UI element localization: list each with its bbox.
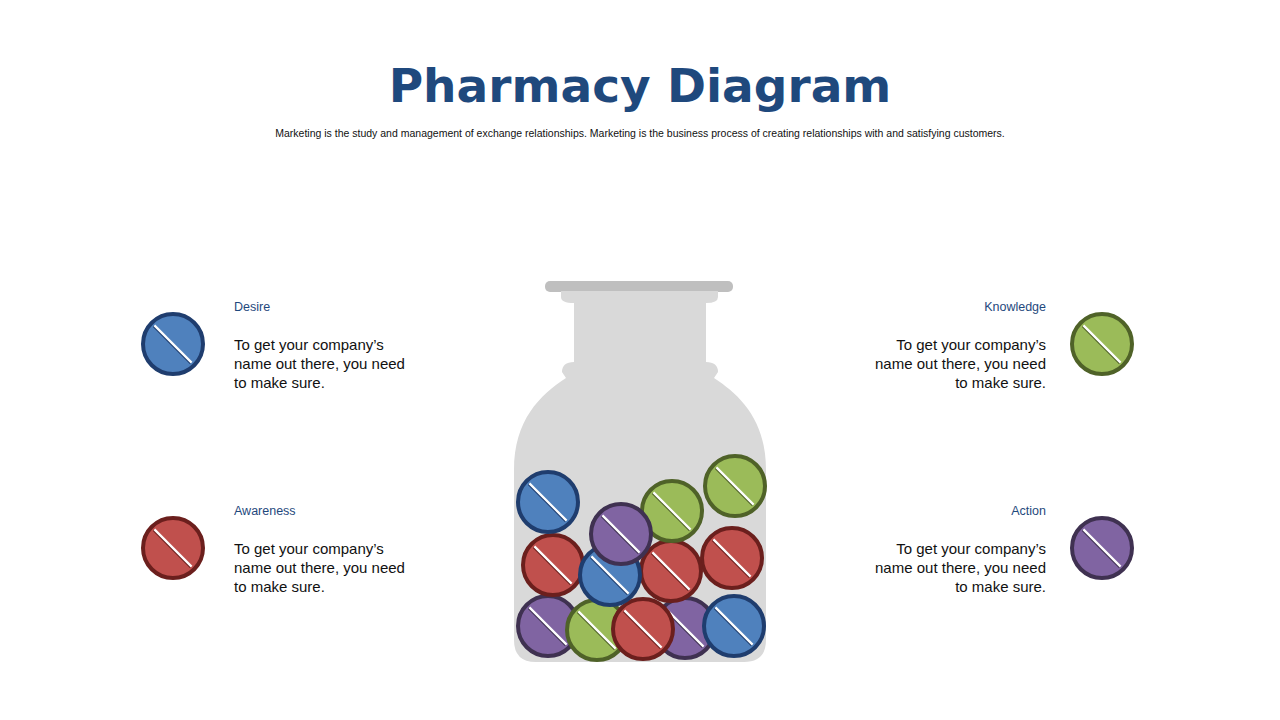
- pill: [143, 314, 203, 374]
- pill-disc: [705, 456, 765, 516]
- diagram-title: Pharmacy Diagram: [0, 58, 1280, 113]
- item-body: To get your company’s name out there, yo…: [866, 539, 1046, 596]
- item-text: Action To get your company’s name out the…: [866, 504, 1046, 604]
- pill-score: [716, 467, 753, 504]
- diagram-caption: Marketing is the study and management of…: [0, 127, 1280, 139]
- item-text: Desire To get your company’s name out the…: [234, 300, 414, 400]
- pill-score: [653, 492, 690, 529]
- pill: [591, 504, 651, 564]
- list-item: Action To get your company’s name out the…: [860, 504, 1136, 608]
- pill-disc: [704, 596, 764, 656]
- pill-icon: [139, 514, 207, 582]
- pill-icon: [139, 310, 207, 378]
- pill-score: [578, 611, 615, 648]
- pill-score: [1082, 326, 1119, 363]
- pill: [705, 456, 765, 516]
- pill-icon: [1068, 310, 1136, 378]
- item-heading: Action: [1011, 504, 1046, 518]
- pill-score: [652, 552, 689, 589]
- pill-score: [623, 611, 660, 648]
- pill-score: [529, 607, 566, 644]
- pill: [1072, 518, 1132, 578]
- pill: [1072, 314, 1132, 374]
- pill: [613, 599, 673, 659]
- pill-score: [528, 608, 565, 645]
- pill-icon: [1068, 514, 1136, 582]
- pill: [143, 518, 203, 578]
- item-body: To get your company’s name out there, yo…: [234, 335, 414, 392]
- pill: [523, 535, 583, 595]
- pill-score: [154, 325, 191, 362]
- pill-score: [651, 553, 688, 590]
- list-item: Knowledge To get your company’s name out …: [860, 300, 1136, 404]
- pill-score: [602, 515, 639, 552]
- bottle-cap: [545, 281, 733, 292]
- pill: [518, 472, 578, 532]
- pill-score: [715, 468, 752, 505]
- pill-disc: [613, 599, 673, 659]
- pill-disc: [1072, 314, 1132, 374]
- item-body: To get your company’s name out there, yo…: [866, 335, 1046, 392]
- list-item: Awareness To get your company’s name out …: [140, 504, 416, 608]
- pill-disc: [143, 518, 203, 578]
- item-body: To get your company’s name out there, yo…: [234, 539, 414, 596]
- pill-disc: [702, 528, 762, 588]
- list-item: Desire To get your company’s name out the…: [140, 300, 416, 404]
- bottle-body: [514, 291, 766, 662]
- pill-group: [518, 456, 765, 660]
- pill-score: [533, 547, 570, 584]
- pill-score: [1082, 530, 1119, 567]
- pill-score: [715, 607, 752, 644]
- pill-score: [1083, 325, 1120, 362]
- pill-score: [652, 493, 689, 530]
- pill-score: [601, 516, 638, 553]
- pill-score: [1083, 529, 1120, 566]
- pill-score: [153, 530, 190, 567]
- pill-score: [154, 529, 191, 566]
- pill-score: [624, 610, 661, 647]
- pill-score: [714, 608, 751, 645]
- pill-disc: [591, 504, 651, 564]
- item-text: Knowledge To get your company’s name out …: [866, 300, 1046, 400]
- pill-score: [534, 546, 571, 583]
- pill-score: [529, 483, 566, 520]
- pill-disc: [143, 314, 203, 374]
- pill-disc: [1072, 518, 1132, 578]
- pill-score: [713, 539, 750, 576]
- pill-disc: [518, 472, 578, 532]
- pill-score: [153, 326, 190, 363]
- item-heading: Desire: [234, 300, 270, 314]
- item-text: Awareness To get your company’s name out …: [234, 504, 414, 604]
- pill-disc: [641, 541, 701, 601]
- pill-score: [528, 484, 565, 521]
- pill-score: [712, 540, 749, 577]
- item-heading: Knowledge: [984, 300, 1046, 314]
- pill: [641, 541, 701, 601]
- pill-disc: [523, 535, 583, 595]
- pill: [704, 596, 764, 656]
- pill-score: [577, 612, 614, 649]
- item-heading: Awareness: [234, 504, 296, 518]
- pill: [702, 528, 762, 588]
